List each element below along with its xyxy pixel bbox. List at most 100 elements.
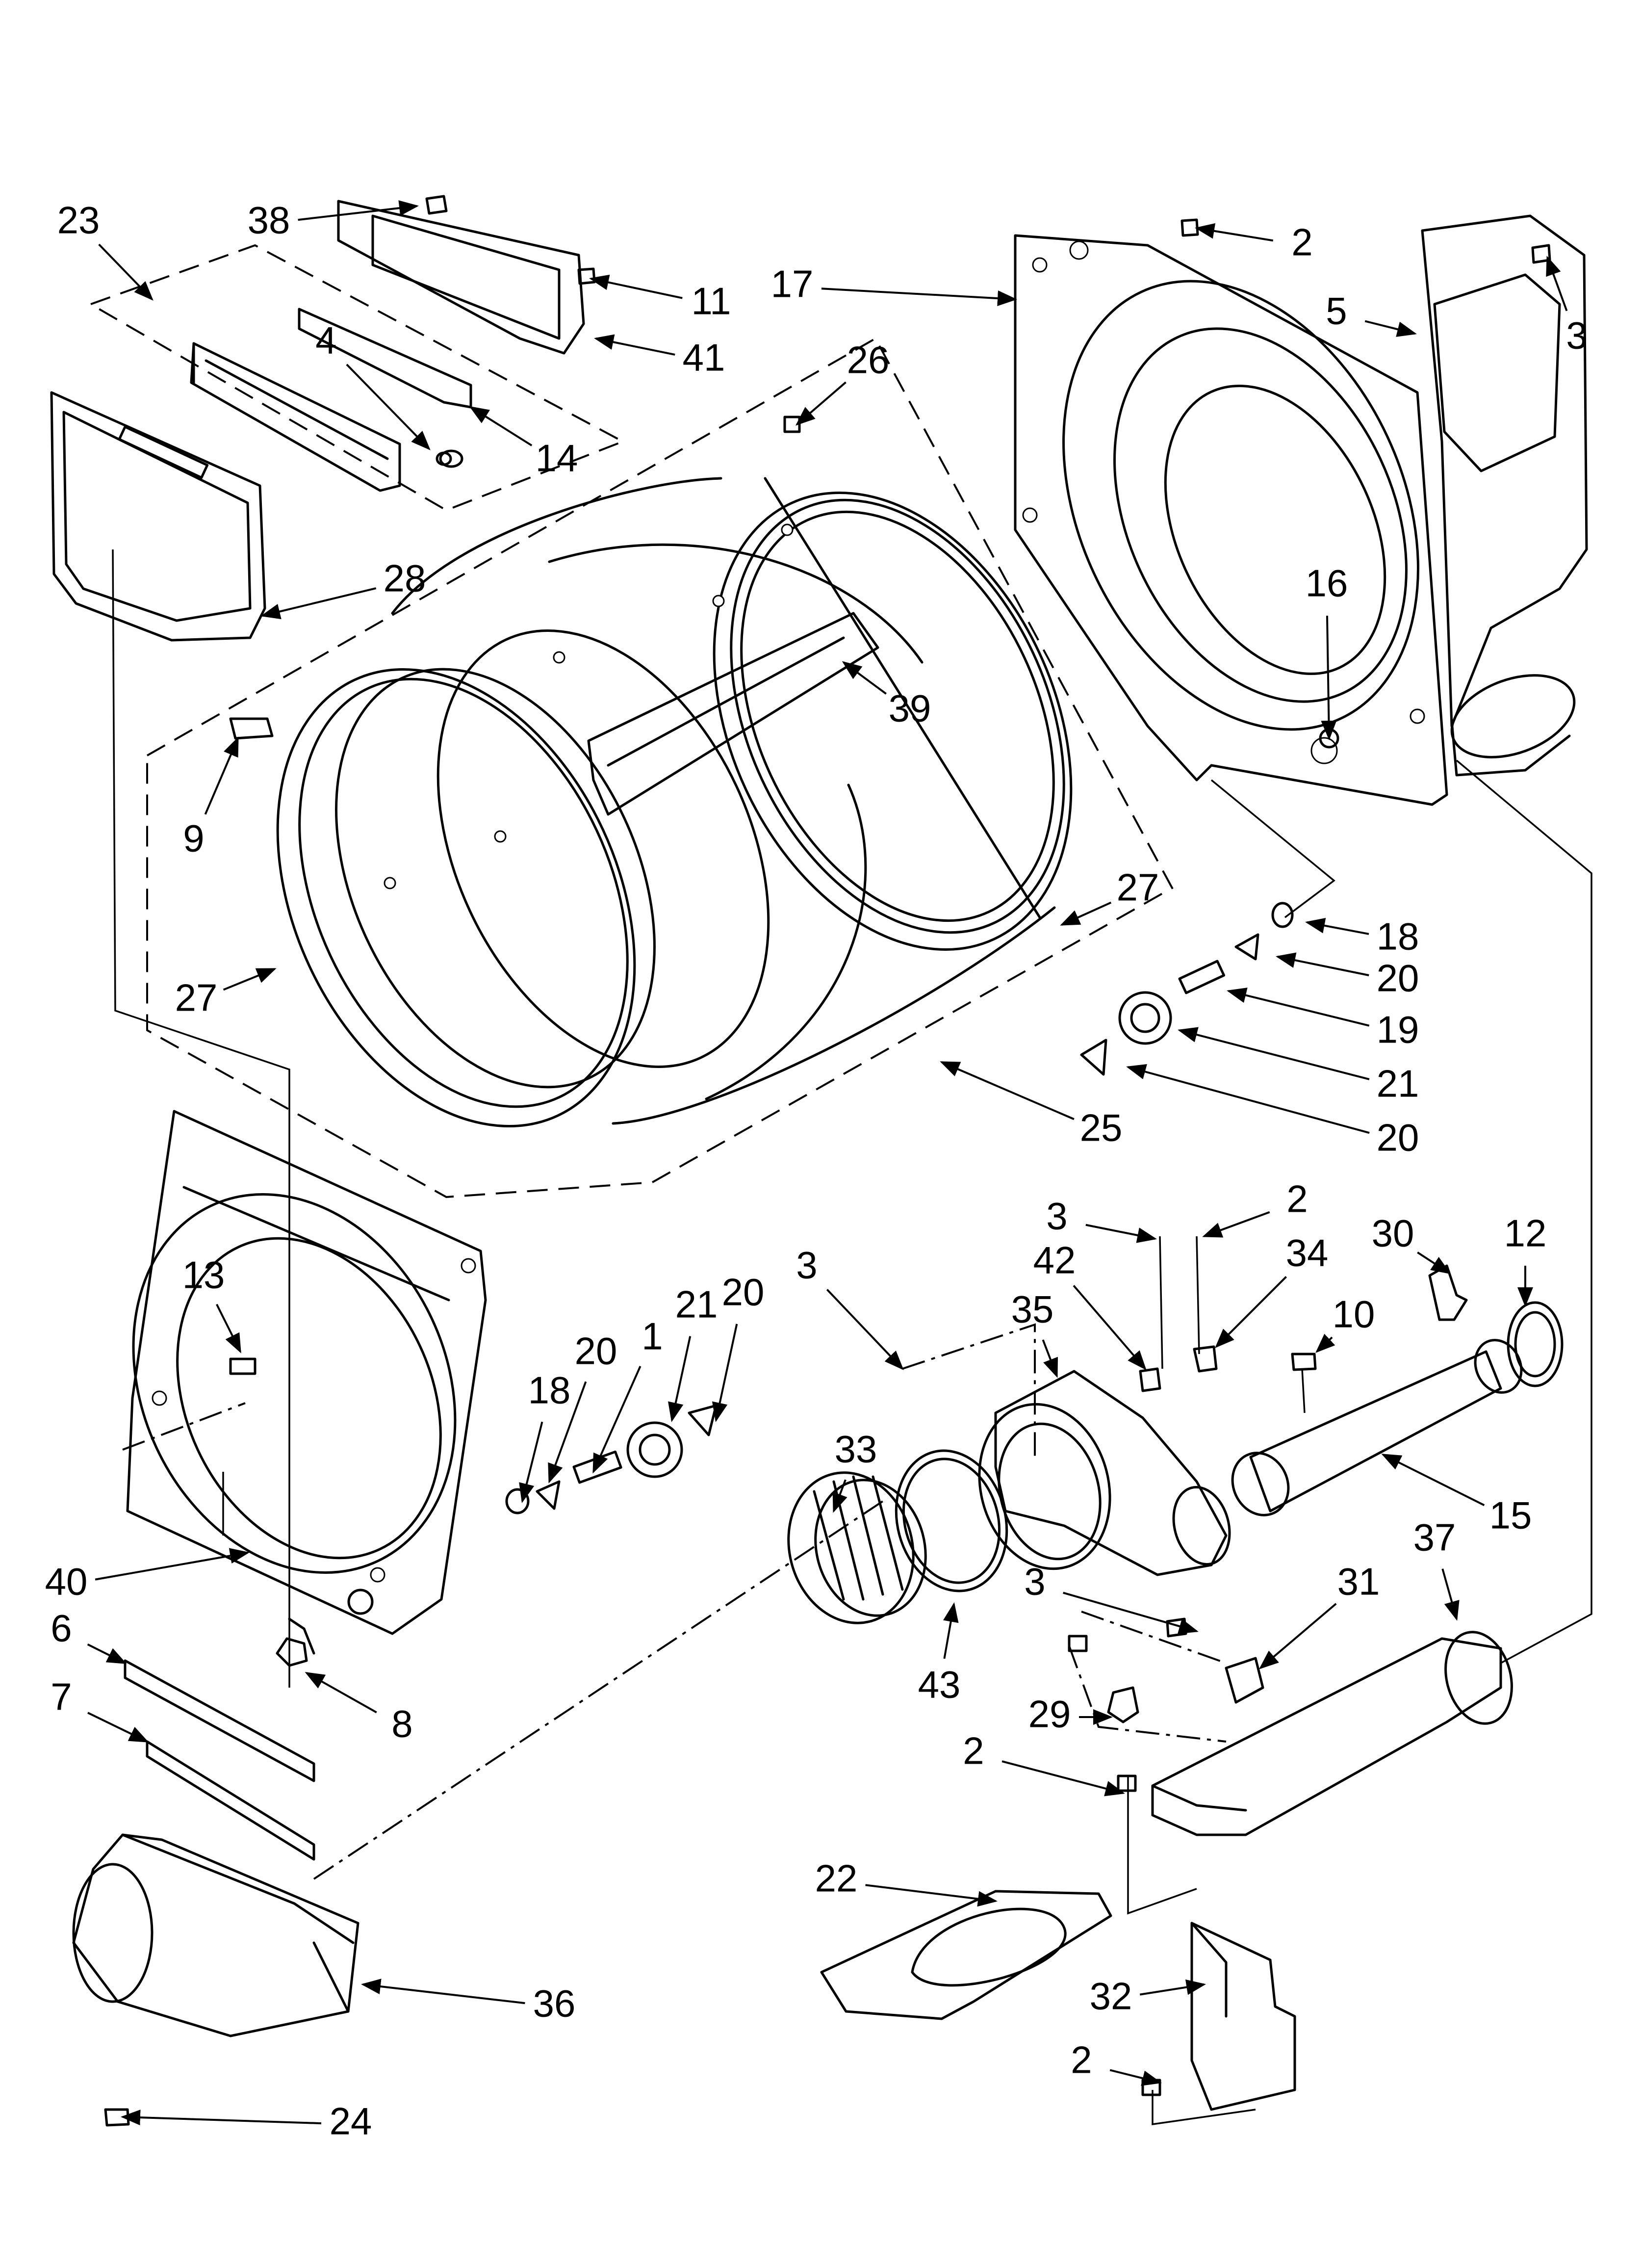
- callout-c26: 26: [795, 339, 890, 426]
- lint-duct: [72, 1833, 359, 2127]
- leader-arrow: [1195, 223, 1274, 242]
- leader-arrow: [594, 334, 675, 356]
- callout-label: 3: [796, 1244, 817, 1287]
- front-bulkhead: [126, 1110, 487, 1667]
- leader-arrow: [1364, 320, 1417, 337]
- front-bearing-kit: [505, 1404, 718, 1514]
- callout-label: 39: [889, 687, 931, 730]
- leader-arrow: [1060, 901, 1112, 926]
- callout-c20a: 20: [1276, 952, 1419, 1000]
- callout-label: 29: [1028, 1693, 1071, 1736]
- callout-label: 18: [528, 1369, 571, 1412]
- callout-c3c: 3: [796, 1244, 904, 1370]
- callout-label: 21: [675, 1283, 718, 1326]
- callout-label: 40: [45, 1560, 88, 1603]
- duct-heat-shield: [1421, 214, 1588, 777]
- callout-c24: 24: [121, 2100, 372, 2143]
- leader-arrow: [826, 1289, 904, 1370]
- leader-arrow: [260, 587, 377, 620]
- callout-c41: 41: [594, 334, 725, 379]
- callout-c35: 35: [1011, 1288, 1058, 1378]
- leader-arrow: [98, 243, 154, 301]
- leader-arrow: [305, 1672, 377, 1714]
- callout-label: 2: [1291, 221, 1312, 264]
- leader-arrow: [943, 1602, 959, 1659]
- leader-arrow: [668, 1336, 692, 1422]
- callout-label: 13: [182, 1253, 225, 1297]
- callout-c25: 25: [940, 1061, 1123, 1149]
- callout-c20c: 20: [548, 1330, 617, 1484]
- leader-arrow: [842, 661, 887, 695]
- assembly-boundary-lines: [88, 244, 1592, 2126]
- callout-label: 22: [815, 1857, 858, 1900]
- callout-c12: 12: [1504, 1212, 1546, 1307]
- leader-arrow: [346, 364, 431, 450]
- callout-c39: 39: [842, 661, 931, 730]
- callout-label: 18: [1377, 915, 1419, 958]
- callout-label: 24: [330, 2100, 372, 2143]
- callout-label: 30: [1372, 1212, 1414, 1255]
- callout-c31: 31: [1258, 1560, 1380, 1669]
- callout-label: 36: [533, 1982, 576, 2025]
- callout-label: 15: [1489, 1494, 1532, 1537]
- leader-arrow: [712, 1324, 738, 1422]
- leader-arrow: [1001, 1760, 1125, 1797]
- leader-arrow: [821, 287, 1017, 307]
- callout-label: 20: [575, 1330, 617, 1373]
- callout-c2a: 2: [1195, 221, 1313, 264]
- callout-c38: 38: [248, 199, 419, 242]
- leader-arrow: [1381, 1454, 1485, 1506]
- leader-arrow: [795, 381, 847, 426]
- leader-arrow: [216, 1303, 241, 1354]
- leader-arrow: [1178, 1027, 1370, 1080]
- callout-label: 17: [771, 262, 814, 306]
- leader-arrow: [1073, 1285, 1147, 1371]
- callout-c3a: 3: [1546, 256, 1588, 357]
- callout-c27a: 27: [175, 968, 277, 1019]
- callout-label: 19: [1377, 1008, 1419, 1051]
- dryer-drum: [229, 477, 1073, 1127]
- callout-label: 35: [1011, 1288, 1054, 1331]
- leader-arrow: [589, 274, 683, 299]
- blower-assembly: [787, 1370, 1231, 1624]
- leader-arrow: [469, 406, 533, 446]
- leader-arrow: [1258, 1603, 1337, 1669]
- callout-c2c: 2: [963, 1729, 1125, 1797]
- callout-c11: 11: [589, 274, 731, 323]
- callout-label: 27: [1117, 866, 1159, 909]
- callout-c2b: 2: [1202, 1177, 1308, 1238]
- callout-label: 5: [1326, 289, 1347, 333]
- callout-c32: 32: [1090, 1975, 1206, 2018]
- leader-arrow: [1441, 1568, 1460, 1621]
- heater-assembly: [820, 1631, 1513, 2111]
- callout-c28: 28: [260, 557, 426, 620]
- callout-label: 26: [847, 339, 890, 382]
- callout-c43: 43: [918, 1602, 960, 1706]
- leader-arrow: [1227, 988, 1370, 1027]
- callout-c33: 33: [832, 1428, 877, 1513]
- callout-label: 11: [692, 280, 731, 323]
- callout-label: 20: [1377, 957, 1419, 1000]
- callout-c4: 4: [315, 319, 431, 450]
- leader-arrow: [1202, 1211, 1270, 1238]
- leader-arrow: [592, 1366, 641, 1474]
- callout-c3b: 3: [1046, 1195, 1157, 1243]
- callout-label: 2: [1286, 1177, 1308, 1221]
- callout-label: 31: [1337, 1560, 1380, 1603]
- callout-label: 20: [1377, 1116, 1419, 1159]
- callout-c20d: 20: [712, 1271, 764, 1422]
- callout-label: 38: [248, 199, 290, 242]
- leader-arrow: [87, 1643, 127, 1664]
- callout-label: 25: [1080, 1106, 1123, 1149]
- exhaust-tube-parts: [1139, 1264, 1564, 1516]
- leader-arrow: [832, 1479, 847, 1513]
- leader-arrow: [1546, 256, 1568, 312]
- callout-c29: 29: [1028, 1693, 1113, 1736]
- callout-c3d: 3: [1024, 1560, 1199, 1634]
- leader-arrow: [223, 968, 277, 991]
- callout-c30: 30: [1372, 1212, 1451, 1275]
- callout-c16: 16: [1306, 562, 1348, 740]
- leader-arrow: [95, 1548, 250, 1581]
- callout-label: 6: [51, 1607, 72, 1650]
